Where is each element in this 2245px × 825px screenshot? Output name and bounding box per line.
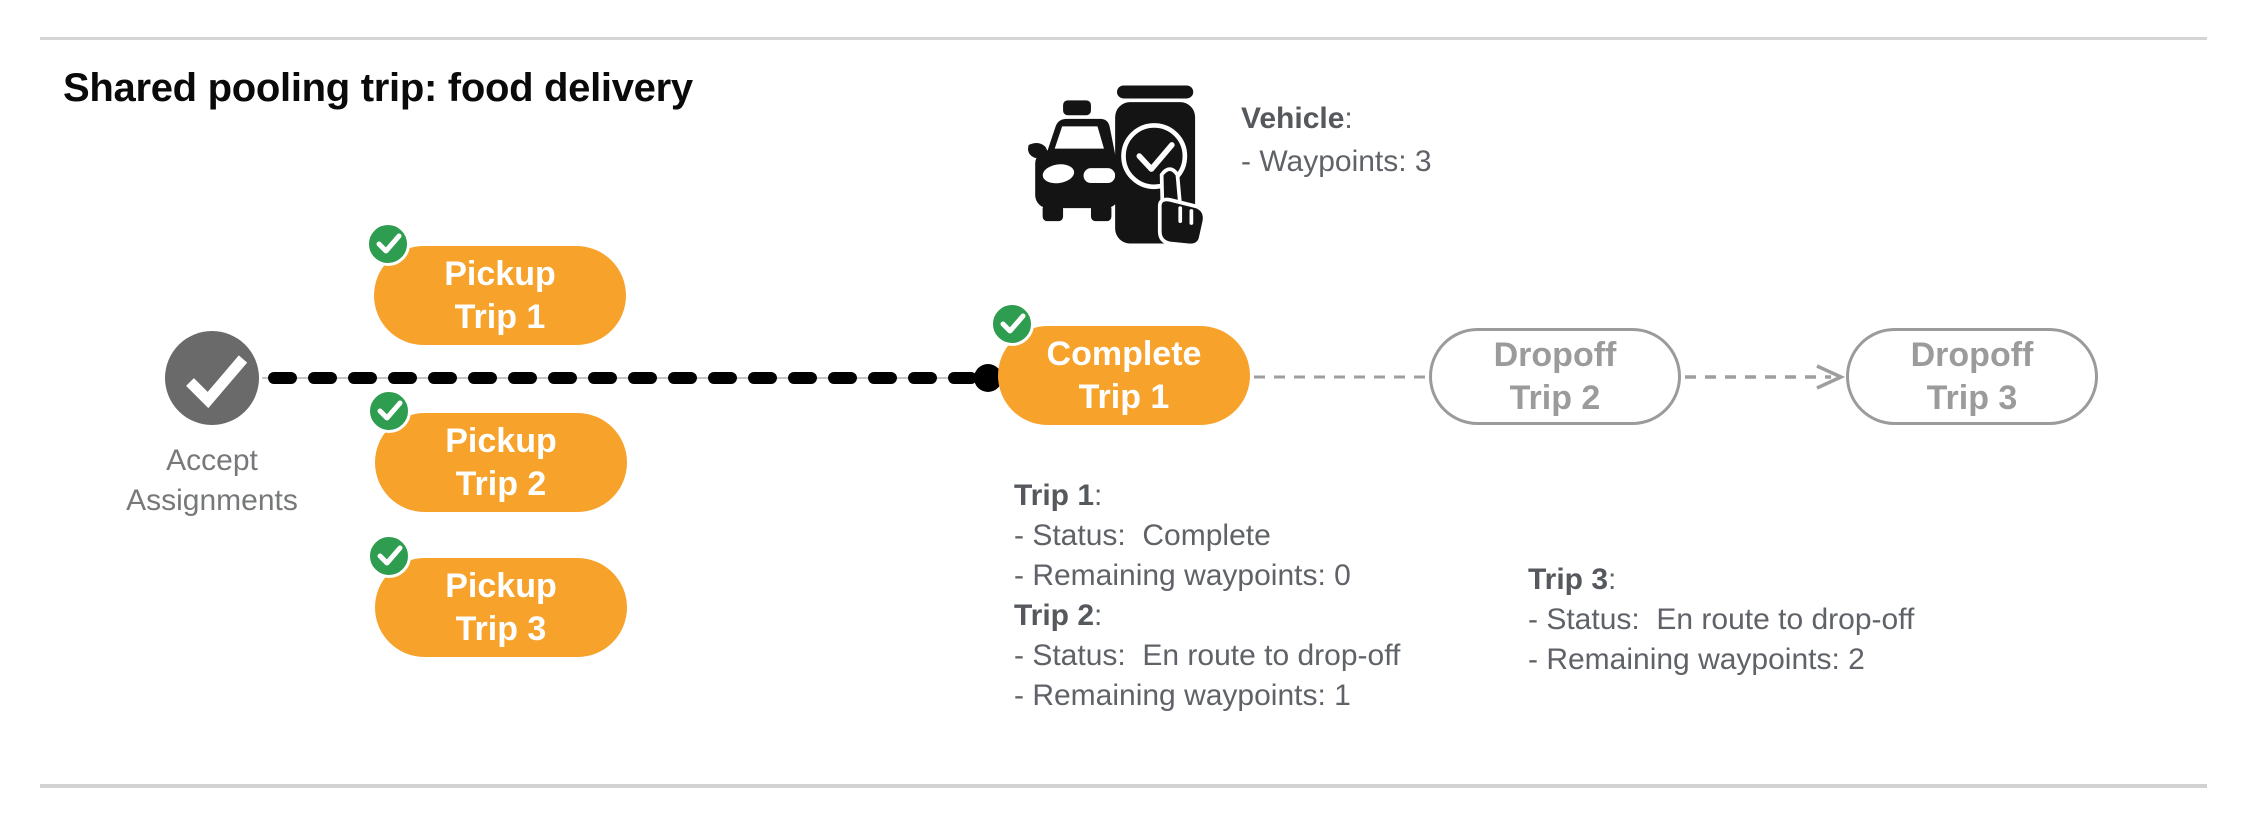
pill-label: Trip 1 (454, 297, 546, 336)
current-waypoint-dot (974, 364, 1002, 392)
pill-label: Trip 3 (455, 609, 547, 648)
trip-status-block-2: Trip 3: - Status: En route to drop-off -… (1528, 560, 1914, 680)
check-badge-icon (990, 302, 1034, 346)
pill-label: Complete (1046, 334, 1202, 373)
vehicle-info: Vehicle: - Waypoints: 3 (1241, 97, 1432, 183)
trip3-status-line: - Status: En route to drop-off (1528, 603, 1915, 636)
pill-label: Dropoff (1493, 335, 1617, 374)
vehicle-phone-check-icon (1028, 85, 1207, 248)
check-icon (186, 355, 248, 409)
pill-label: Trip 2 (1509, 378, 1601, 417)
bottom-divider (40, 784, 2207, 788)
trip1-heading: Trip 1: (1014, 479, 1103, 512)
top-divider (40, 37, 2207, 40)
pill-label: Pickup (445, 566, 557, 605)
accept-assignments-node (165, 331, 259, 425)
vehicle-waypoints: - Waypoints: 3 (1241, 145, 1432, 178)
check-badge-icon (367, 389, 411, 433)
dropoff-trip-2-pill: Dropoff Trip 2 (1429, 328, 1681, 425)
page-title: Shared pooling trip: food delivery (63, 66, 693, 110)
pill-label: Trip 1 (1078, 377, 1170, 416)
trip-status-block-1: Trip 1: - Status: Complete - Remaining w… (1014, 476, 1400, 716)
complete-trip-1-pill: Complete Trip 1 (990, 302, 1250, 425)
connector-complete-to-dropoff2 (1254, 375, 1426, 379)
vehicle-label: Vehicle: (1241, 102, 1353, 135)
pill-label: Dropoff (1910, 335, 2034, 374)
pill-label: Pickup (444, 254, 556, 293)
trip2-status-line: - Status: En route to drop-off (1014, 639, 1401, 672)
trip1-waypoints-line: - Remaining waypoints: 0 (1014, 559, 1351, 592)
trip3-waypoints-line: - Remaining waypoints: 2 (1528, 643, 1865, 676)
trip2-heading: Trip 2: (1014, 599, 1103, 632)
trip2-waypoints-line: - Remaining waypoints: 1 (1014, 679, 1351, 712)
pickup-trip-3-pill: Pickup Trip 3 (367, 534, 627, 657)
pill-label: Trip 3 (1926, 378, 2018, 417)
trip1-status-line: - Status: Complete (1014, 519, 1271, 552)
arrowhead-icon (1816, 364, 1846, 390)
check-badge-icon (366, 222, 410, 266)
pill-label: Trip 2 (455, 464, 547, 503)
pickup-trip-2-pill: Pickup Trip 2 (367, 389, 627, 512)
assignments-connector-line (262, 372, 990, 384)
connector-dropoff2-to-dropoff3 (1685, 364, 1846, 390)
pickup-trip-1-pill: Pickup Trip 1 (366, 222, 626, 345)
pill-label: Pickup (445, 421, 557, 460)
check-badge-icon (367, 534, 411, 578)
dropoff-trip-3-pill: Dropoff Trip 3 (1846, 328, 2098, 425)
accept-assignments-label: Accept Assignments (126, 444, 298, 517)
trip3-heading: Trip 3: (1528, 563, 1617, 596)
